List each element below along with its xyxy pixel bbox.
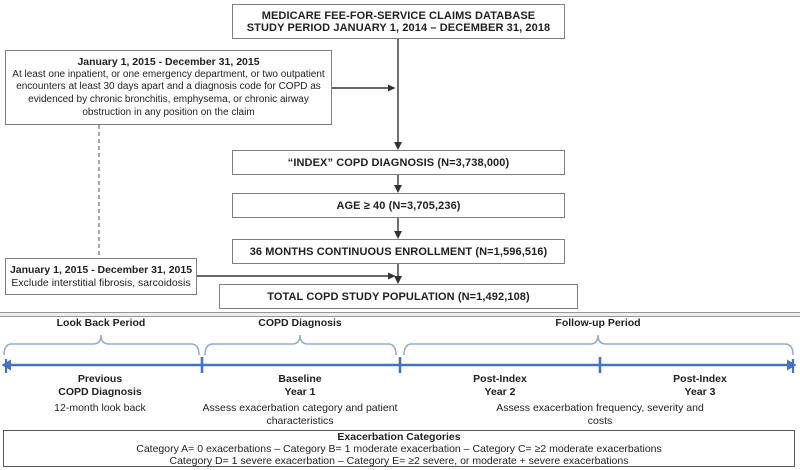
enrollment-box: 36 MONTHS CONTINUOUS ENROLLMENT (N=1,596… bbox=[232, 239, 565, 264]
segment-postindex-year3: Post-Index Year 3 bbox=[610, 373, 790, 399]
segment-baseline-title: Baseline bbox=[278, 373, 322, 385]
segment-postindex-year3-title: Post-Index bbox=[673, 373, 727, 385]
legend-title: Exacerbation Categories bbox=[337, 430, 461, 443]
segment-previous: Previous COPD Diagnosis bbox=[10, 373, 190, 399]
legend-line1: Category A= 0 exacerbations – Category B… bbox=[136, 442, 662, 455]
legend-line2: Category D= 1 severe exacerbation – Cate… bbox=[169, 454, 629, 467]
segment-baseline: Baseline Year 1 bbox=[210, 373, 390, 399]
segment-postindex-year2: Post-Index Year 2 bbox=[410, 373, 590, 399]
index-diagnosis-box: “INDEX” COPD DIAGNOSIS (N=3,738,000) bbox=[232, 150, 565, 175]
segment-postindex-year3-subtitle: Year 3 bbox=[684, 386, 716, 398]
note-baseline: Assess exacerbation category and patient… bbox=[202, 402, 398, 427]
timeline-braces bbox=[3, 334, 794, 356]
segment-postindex-year2-title: Post-Index bbox=[473, 373, 527, 385]
phase-label-copd-diagnosis: COPD Diagnosis bbox=[258, 317, 342, 329]
inclusion-criteria-body: At least one inpatient, or one emergency… bbox=[12, 68, 325, 118]
segment-baseline-subtitle: Year 1 bbox=[284, 386, 316, 398]
timeline-graphic bbox=[1, 334, 797, 373]
phase-label-followup: Follow-up Period bbox=[555, 317, 641, 329]
timeline-arrow bbox=[4, 357, 795, 373]
exclusion-criteria-body: Exclude interstitial fibrosis, sarcoidos… bbox=[11, 276, 191, 289]
database-box-line2: STUDY PERIOD JANUARY 1, 2014 – DECEMBER … bbox=[246, 21, 551, 34]
segment-postindex-year2-subtitle: Year 2 bbox=[484, 386, 516, 398]
database-box: MEDICARE FEE-FOR-SERVICE CLAIMS DATABASE… bbox=[232, 4, 565, 39]
note-lookback: 12-month look back bbox=[54, 402, 146, 414]
inclusion-criteria-title: January 1, 2015 - December 31, 2015 bbox=[77, 55, 260, 68]
note-followup: Assess exacerbation frequency, severity … bbox=[496, 402, 704, 427]
exacerbation-legend-box: Exacerbation Categories Category A= 0 ex… bbox=[3, 430, 795, 467]
age-filter-box: AGE ≥ 40 (N=3,705,236) bbox=[232, 193, 565, 218]
section-divider bbox=[0, 312, 800, 317]
segment-previous-subtitle: COPD Diagnosis bbox=[58, 386, 142, 398]
exclusion-criteria-box: January 1, 2015 - December 31, 2015 Excl… bbox=[5, 258, 197, 295]
segment-previous-title: Previous bbox=[77, 373, 123, 385]
exclusion-criteria-title: January 1, 2015 - December 31, 2015 bbox=[9, 263, 193, 276]
phase-label-lookback: Look Back Period bbox=[56, 317, 146, 329]
total-population-box: TOTAL COPD STUDY POPULATION (N=1,492,108… bbox=[219, 284, 578, 309]
inclusion-criteria-box: January 1, 2015 - December 31, 2015 At l… bbox=[5, 50, 332, 125]
flowchart-connectors bbox=[98, 38, 402, 284]
database-box-line1: MEDICARE FEE-FOR-SERVICE CLAIMS DATABASE bbox=[261, 9, 536, 22]
